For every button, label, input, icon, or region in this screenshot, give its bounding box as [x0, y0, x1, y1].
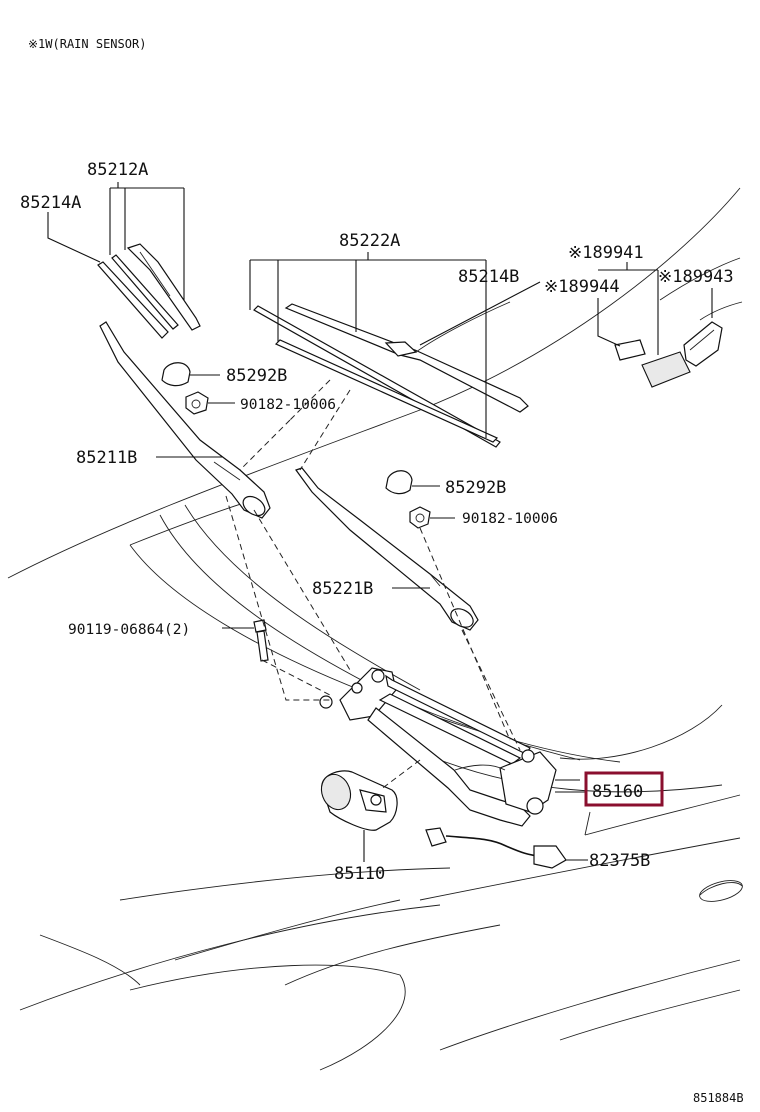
label-89943: ※189943: [658, 267, 734, 287]
label-90119: 90119-06864(2): [68, 622, 190, 638]
cap-85292B-upper: [161, 362, 220, 387]
cap-85292B-lower: [385, 470, 440, 495]
wiper-arm-85211B: [99, 321, 271, 519]
label-85211B: 85211B: [76, 448, 137, 468]
label-90182-lower: 90182-10006: [462, 511, 558, 527]
label-89941: ※189941: [568, 243, 644, 263]
label-82375B: 82375B: [589, 851, 650, 871]
label-85292B-upper: 85292B: [226, 366, 287, 386]
wire-harness-82375B: [425, 827, 588, 869]
nut-90182-lower: [409, 506, 455, 529]
label-85292B-lower: 85292B: [445, 478, 506, 498]
left-wiper-blade: [97, 243, 201, 339]
label-85221B: 85221B: [312, 579, 373, 599]
label-85222A: 85222A: [339, 231, 400, 251]
bolt-90119: [222, 619, 269, 662]
right-wiper-blade: [253, 301, 529, 448]
label-85212A: 85212A: [87, 160, 148, 180]
figure-id: 851884B: [693, 1091, 744, 1105]
label-85214B: 85214B: [458, 267, 519, 287]
label-85214A: 85214A: [20, 193, 81, 213]
vehicle-body-outline: [7, 187, 743, 1071]
label-89944: ※189944: [544, 277, 620, 297]
label-85160[interactable]: 85160: [592, 782, 643, 802]
highlight-box-85160: [584, 771, 664, 807]
leader-85212A-85214A: [47, 182, 185, 300]
label-85110: 85110: [334, 864, 385, 884]
wiper-link-85160: [319, 667, 585, 827]
wiper-motor-85110: [320, 770, 398, 862]
leader-rain-sensor: [597, 262, 713, 355]
rain-sensor-parts: [614, 321, 723, 388]
leader-85222A-85214B: [249, 252, 541, 438]
assembly-lines: [225, 379, 521, 791]
label-90182-upper: 90182-10006: [240, 397, 336, 413]
note-rain-sensor: ※1W(RAIN SENSOR): [28, 37, 146, 51]
nut-90182-upper: [185, 391, 235, 415]
